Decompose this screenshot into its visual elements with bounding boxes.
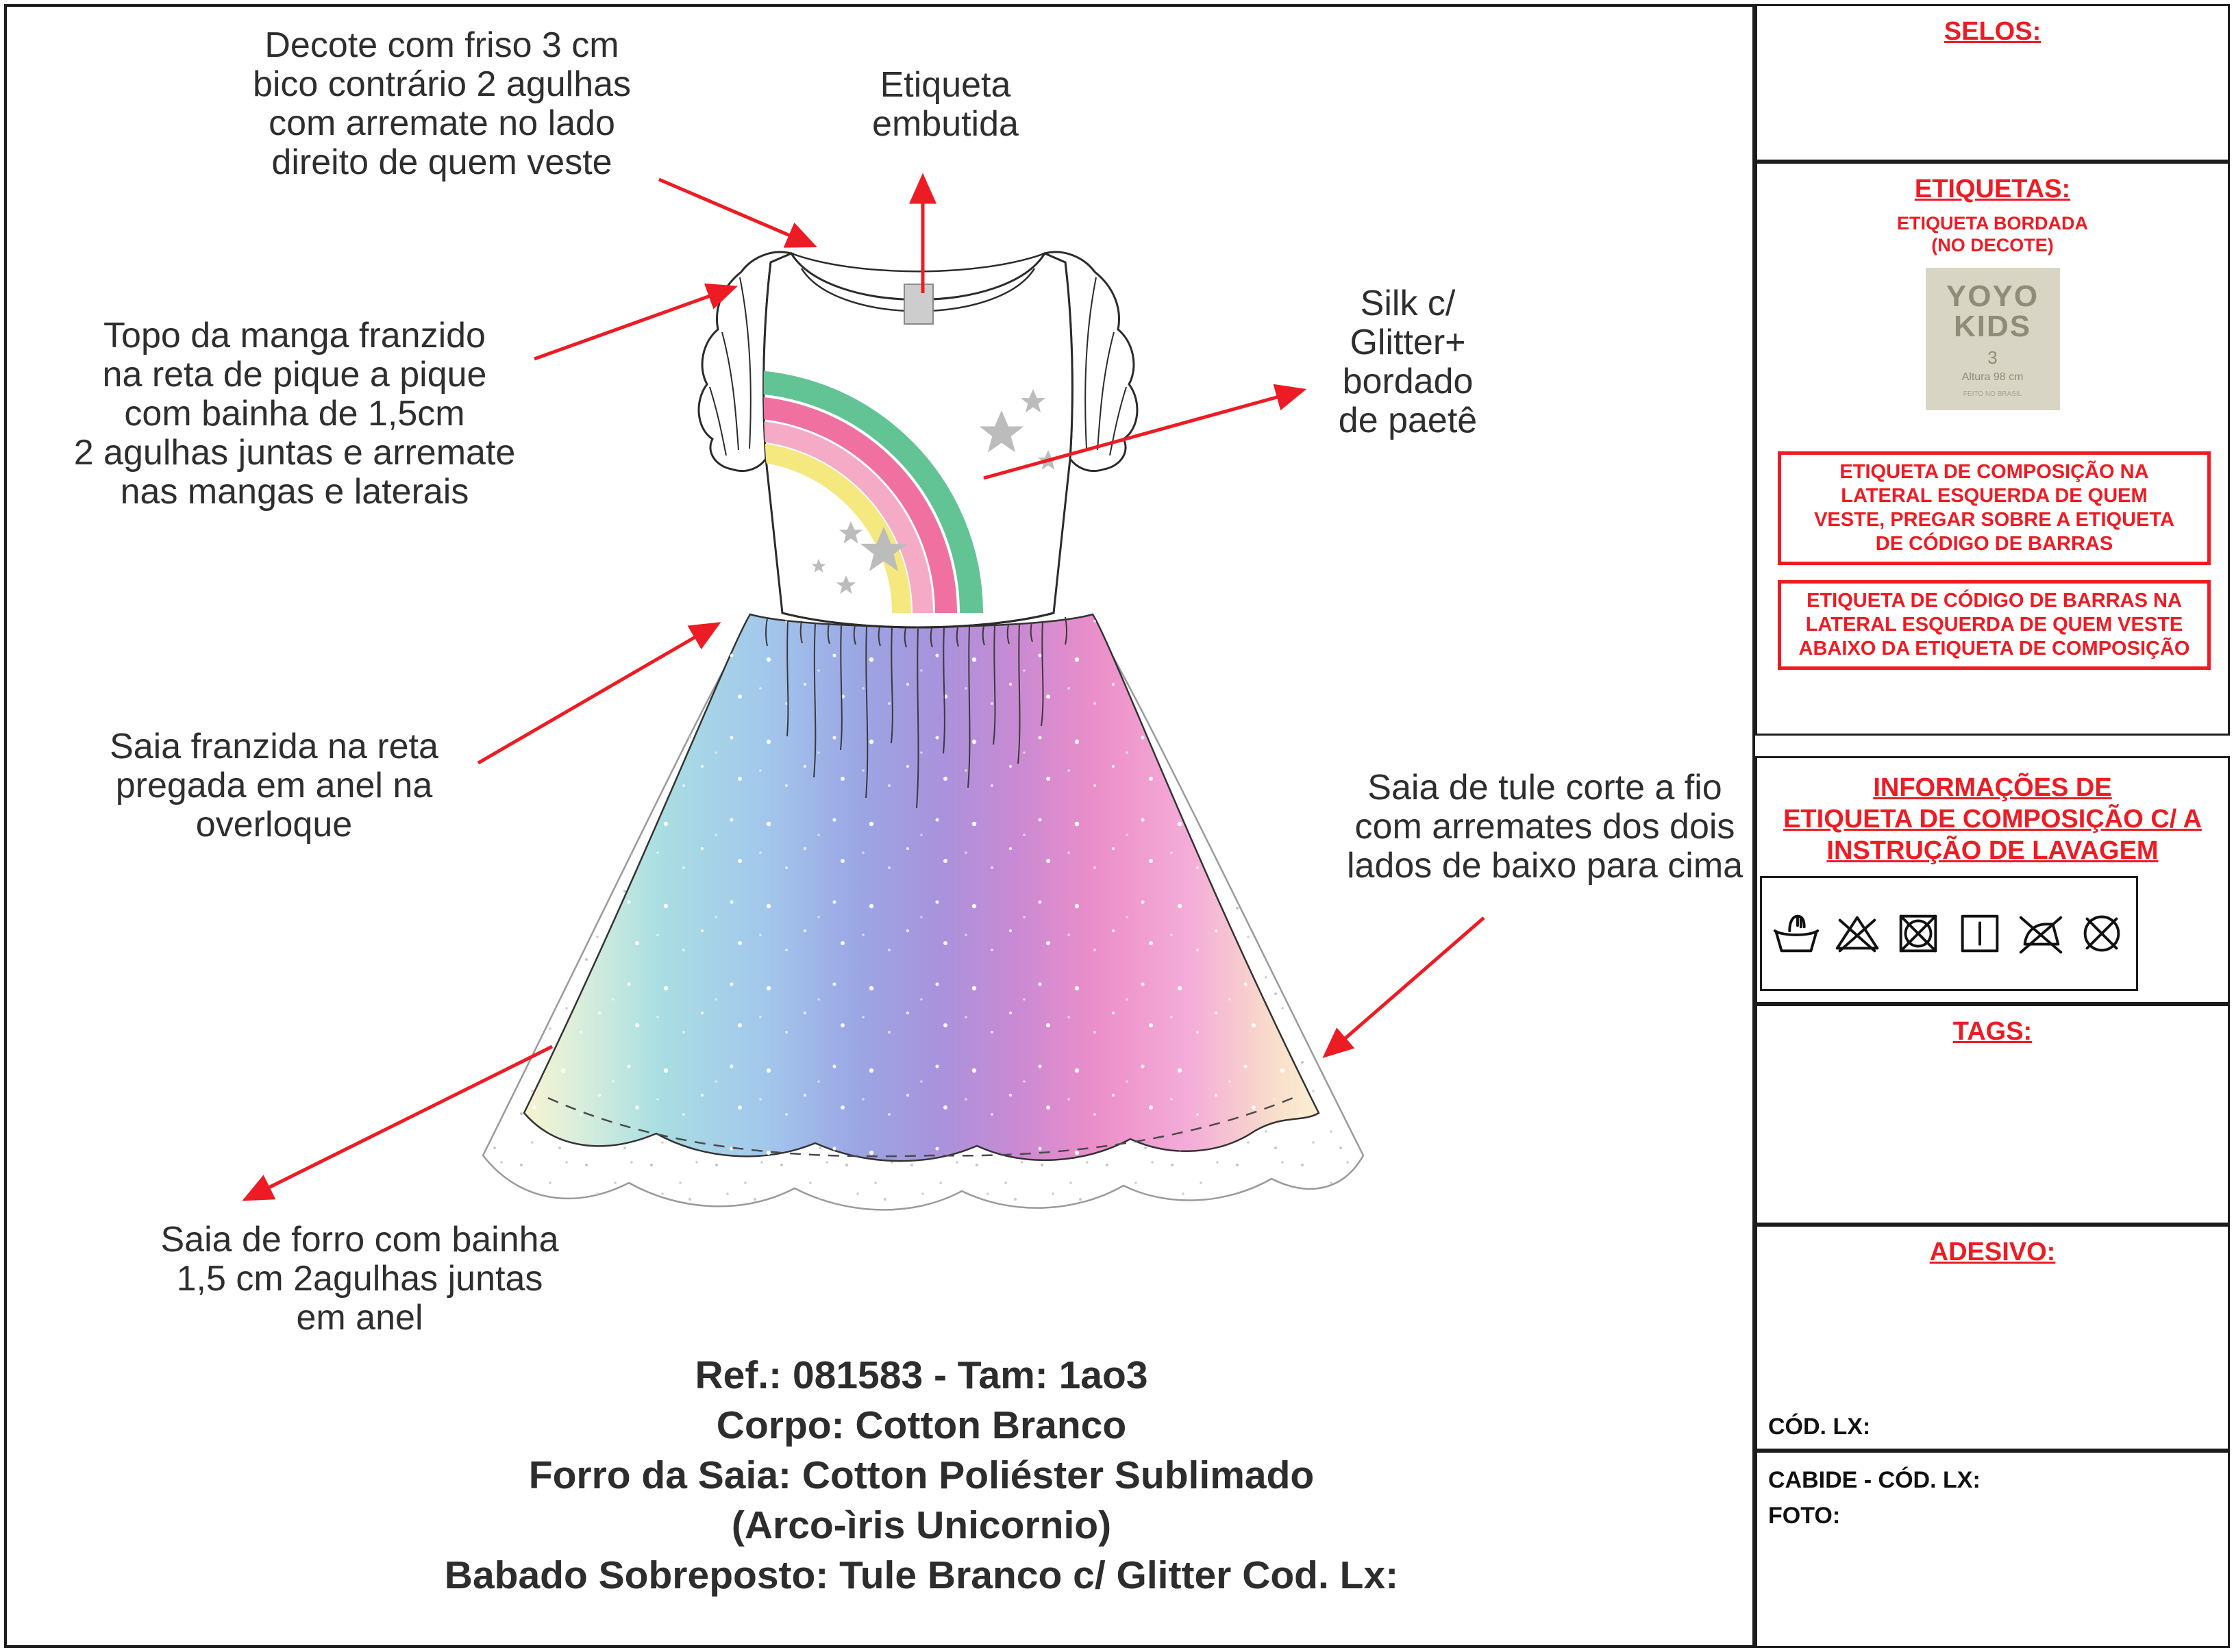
waist-seam bbox=[782, 612, 1054, 629]
do-not-dry-clean-icon bbox=[2075, 907, 2128, 960]
rainbow-print bbox=[763, 370, 983, 614]
foto-label: FOTO: bbox=[1768, 1503, 1841, 1529]
body-fabric: Corpo: Cotton Branco bbox=[716, 1403, 1127, 1447]
section-selos: SELOS: bbox=[1755, 4, 2230, 162]
overlay-fabric: Babado Sobreposto: Tule Branco c/ Glitte… bbox=[444, 1553, 1399, 1597]
callout-inner-label: Etiqueta embutida bbox=[872, 65, 1019, 144]
print-name: (Arco-ìris Unicornio) bbox=[731, 1503, 1112, 1547]
composition-label-note: ETIQUETA DE COMPOSIÇÃO NA LATERAL ESQUER… bbox=[1778, 451, 2211, 565]
lining-fabric: Forro da Saia: Cotton Poliéster Sublimad… bbox=[528, 1453, 1315, 1497]
spec-sidebar: SELOS: ETIQUETAS: ETIQUETA BORDADA (NO D… bbox=[1755, 4, 2230, 1648]
barcode-label-note: ETIQUETA DE CÓDIGO DE BARRAS NA LATERAL … bbox=[1778, 580, 2211, 670]
drawing-area: Decote com friso 3 cm bico contrário 2 a… bbox=[4, 4, 1755, 1648]
brand-name-line1: YOYO bbox=[1946, 279, 2039, 313]
etiqueta-bordada-note: ETIQUETA BORDADA (NO DECOTE) bbox=[1897, 213, 2088, 255]
cod-lx-label: CÓD. LX: bbox=[1768, 1414, 1871, 1440]
section-tags: TAGS: bbox=[1755, 1004, 2230, 1225]
gather-lines bbox=[765, 616, 1067, 809]
care-symbols-strip bbox=[1760, 876, 2138, 991]
cabide-label: CABIDE - CÓD. LX: bbox=[1768, 1467, 1981, 1493]
callout-silk-glitter: Silk c/ Glitter+ bordado de paetê bbox=[1338, 284, 1478, 440]
brand-label-swatch: YOYO KIDS 3 Altura 98 cm FEITO NO BRASIL bbox=[1925, 268, 2060, 410]
line-dry-icon bbox=[1953, 907, 2007, 960]
callout-neckline: Decote com friso 3 cm bico contrário 2 a… bbox=[252, 25, 632, 182]
adesivo-title: ADESIVO: bbox=[1929, 1238, 2056, 1266]
callout-gathered-skirt: Saia franzida na reta pregada em anel na… bbox=[110, 727, 438, 844]
label-height: Altura 98 cm bbox=[1961, 371, 2024, 383]
section-cabide-foto: CABIDE - CÓD. LX: FOTO: bbox=[1755, 1451, 2230, 1648]
label-size: 3 bbox=[1987, 347, 1998, 368]
dress-drawing bbox=[482, 251, 1365, 1211]
ref-line: Ref.: 081583 - Tam: 1ao3 bbox=[695, 1353, 1148, 1397]
do-not-tumble-dry-icon bbox=[1891, 907, 1945, 960]
brand-name-line2: KIDS bbox=[1953, 310, 2032, 343]
spec-footer: Ref.: 081583 - Tam: 1ao3 Corpo: Cotton B… bbox=[212, 1351, 1630, 1601]
section-care-info: INFORMAÇÕES DE ETIQUETA DE COMPOSIÇÃO C/… bbox=[1755, 756, 2230, 1004]
section-etiquetas: ETIQUETAS: ETIQUETA BORDADA (NO DECOTE) … bbox=[1755, 162, 2230, 736]
label-origin: FEITO NO BRASIL bbox=[1963, 390, 2022, 398]
etiquetas-title: ETIQUETAS: bbox=[1914, 175, 2071, 203]
callout-lining-skirt: Saia de forro com bainha 1,5 cm 2agulhas… bbox=[160, 1220, 559, 1338]
neck-label bbox=[904, 284, 934, 325]
callout-sleeve: Topo da manga franzido na reta de pique … bbox=[73, 316, 516, 512]
hem-stitch-line bbox=[547, 1095, 1297, 1157]
tags-title: TAGS: bbox=[1952, 1017, 2033, 1046]
selos-title: SELOS: bbox=[1944, 17, 2041, 46]
do-not-iron-icon bbox=[2014, 907, 2068, 960]
do-not-bleach-icon bbox=[1830, 907, 1884, 960]
section-adesivo: ADESIVO: CÓD. LX: bbox=[1755, 1225, 2230, 1451]
hand-wash-icon bbox=[1770, 907, 1823, 960]
lining-skirt bbox=[523, 613, 1320, 1162]
care-info-title: INFORMAÇÕES DE ETIQUETA DE COMPOSIÇÃO C/… bbox=[1783, 773, 2202, 865]
callout-tulle-skirt: Saia de tule corte a fio com arremates d… bbox=[1346, 768, 1743, 886]
